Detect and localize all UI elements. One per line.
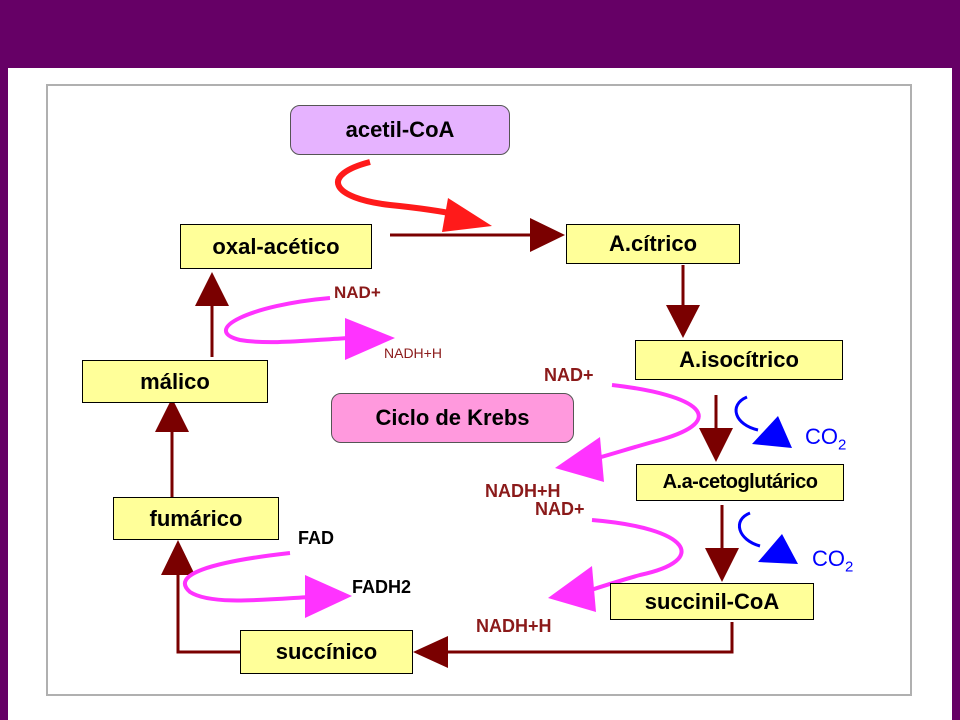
- label-co2-2: CO2: [812, 546, 854, 576]
- cofactor-arrowheads: [305, 318, 604, 618]
- arrow-succinico-to-fumarico-head: [161, 540, 195, 575]
- loop-fad: [182, 551, 311, 603]
- co2-release-1: [734, 395, 792, 448]
- ciclo-de-krebs-title: Ciclo de Krebs: [331, 393, 574, 443]
- arrow-succinico-to-fumarico: [176, 572, 240, 654]
- loop-cetoglutarico-nad: [584, 518, 684, 594]
- oxal-acetico-box: oxal-acético: [180, 224, 372, 269]
- label-nadh-cetoglutarico: NADH+H: [476, 616, 552, 636]
- label-co2-1: CO2: [805, 424, 847, 454]
- citrico-box: A.cítrico: [566, 224, 740, 264]
- loop-isocitrico-nad: [589, 383, 701, 462]
- succinil-coa-box: succinil-CoA: [610, 583, 814, 620]
- arrow-cetoglutarico-to-succinil-head: [705, 548, 739, 582]
- arrow-isocitrico-to-cetoglutarico-head: [699, 428, 733, 462]
- arrow-oxal-to-citrico-head: [530, 218, 565, 252]
- label-nadh-isocitrico: NADH+H: [485, 481, 561, 501]
- main-cycle-arrows: [155, 218, 739, 668]
- acetyl-input-arrow: [335, 159, 492, 232]
- acetyl-coa-box: acetil-CoA: [290, 105, 510, 155]
- arrow-succinil-to-succinico-head: [413, 636, 448, 668]
- cofactor-loops: [182, 296, 701, 603]
- label-nad-malico: NAD+: [334, 283, 381, 302]
- arrow-malico-to-oxal-head: [195, 272, 229, 306]
- label-fadh2: FADH2: [352, 577, 412, 597]
- cetoglutarico-box: A.a-cetoglutárico: [636, 464, 844, 501]
- label-fad: FAD: [298, 528, 334, 548]
- arrow-fumarico-to-malico-head: [155, 398, 189, 432]
- succinico-box: succínico: [240, 630, 413, 674]
- label-nad-isocitrico: NAD+: [544, 365, 594, 385]
- loop-malico-nad: [224, 296, 351, 345]
- label-co2-1-subscript: 2: [838, 436, 847, 454]
- label-nad-cetoglutarico: NAD+: [535, 499, 585, 519]
- malico-box: málico: [82, 360, 268, 403]
- co2-release-2: [737, 511, 798, 564]
- arrow-citrico-to-isocitrico-head: [666, 305, 700, 338]
- label-nadh-malico: NADH+H: [384, 345, 442, 361]
- isocitrico-box: A.isocítrico: [635, 340, 843, 380]
- label-co2-2-subscript: 2: [845, 558, 854, 576]
- arrow-succinil-to-succinico: [445, 622, 734, 654]
- fumarico-box: fumárico: [113, 497, 279, 540]
